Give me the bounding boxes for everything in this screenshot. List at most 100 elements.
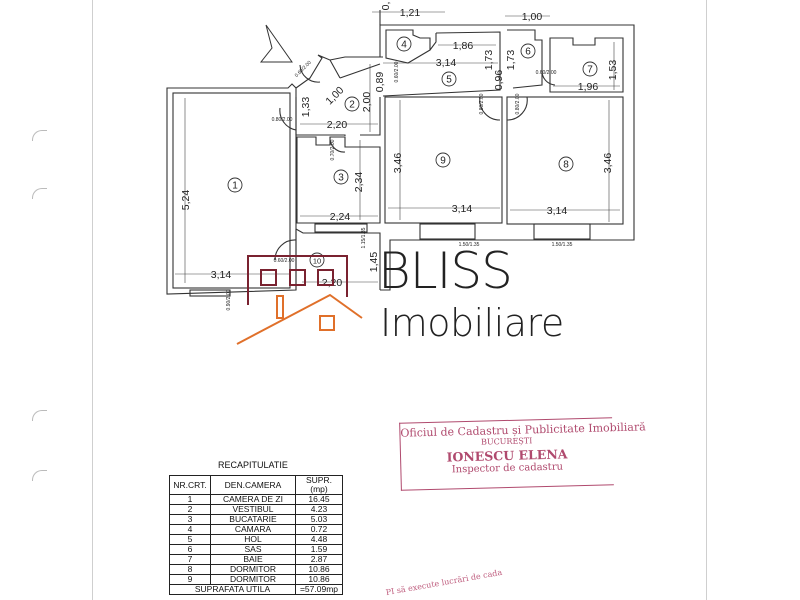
cell-room: SAS (210, 544, 296, 555)
dimension-label: 1,96 (578, 81, 599, 93)
cell-nr: 4 (169, 524, 211, 535)
room-10-outline (295, 228, 381, 290)
dimension-label: 1,73 (505, 50, 517, 71)
room-number-circle (344, 96, 360, 112)
logo-mark (236, 255, 363, 345)
cell-nr: 5 (169, 534, 211, 545)
cell-area: 1.59 (295, 544, 343, 555)
dimension-label: 0,96 (493, 70, 505, 91)
recap-title: RECAPITULATIE (218, 460, 288, 470)
room-4-outline (385, 29, 431, 64)
punch-hole (32, 470, 47, 481)
north-arrow-icon (259, 24, 293, 63)
door-size-label: 0.70/2.00 (330, 139, 336, 160)
door-swing (506, 96, 528, 121)
cell-room: CAMARA (210, 524, 296, 535)
door-size-label: 0.60/2.00 (536, 70, 557, 76)
total-value: =57.09mp (295, 584, 343, 595)
room-9-outline (384, 96, 503, 224)
door-size-label: 1.15/1.35 (361, 227, 367, 248)
door-size-label: 1.50/1.35 (459, 242, 480, 248)
scan-edge-left (92, 0, 93, 600)
room-number-circle (333, 169, 349, 185)
dimension-label: 3,14 (547, 205, 568, 217)
room-number-circle (520, 43, 536, 59)
dimension-label: 3,14 (436, 57, 457, 69)
dimension-label: 2,24 (330, 211, 351, 223)
dimension-label: 2,34 (353, 172, 365, 193)
cell-nr: 9 (169, 574, 211, 585)
door-size-label: 0.80/2.00 (515, 93, 521, 114)
logo-text-bliss: BLISS (378, 242, 513, 300)
dimension-label: 2,20 (327, 119, 348, 131)
logo-text-imobiliare: Imobiliare (380, 301, 564, 345)
cell-room: HOL (210, 534, 296, 545)
cell-area: 10.86 (295, 574, 343, 585)
room-number: 5 (446, 75, 452, 86)
cell-room: BUCATARIE (210, 514, 296, 525)
cell-nr: 3 (169, 514, 211, 525)
header-room: DEN.CAMERA (210, 475, 296, 495)
room-number: 2 (349, 100, 355, 111)
punch-hole (32, 410, 47, 421)
dimension-label: 1,73 (483, 50, 495, 71)
header-nr: NR.CRT. (169, 475, 211, 495)
dimension-lines (175, 11, 620, 283)
cadastre-stamp: Oficiul de Cadastru și Publicitate Imobi… (399, 417, 646, 491)
dimension-label: 1,45 (368, 252, 380, 273)
dimension-label: 0, (380, 2, 392, 11)
cell-room: VESTIBUL (210, 504, 296, 515)
cell-area: 10.86 (295, 564, 343, 575)
cell-area: 16.45 (295, 494, 343, 505)
room-1-outline (172, 92, 291, 289)
window (419, 223, 476, 240)
wall-outline (339, 10, 383, 79)
room-3-outline (296, 136, 381, 224)
dimension-label: 1,00 (522, 11, 543, 23)
cell-room: CAMERA DE ZI (210, 494, 296, 505)
dimension-label: 1,00 (323, 84, 346, 107)
door-size-label: 0.60/2.00 (394, 61, 400, 82)
cell-area: 4.23 (295, 504, 343, 515)
cell-area: 2.87 (295, 554, 343, 565)
walls (166, 10, 635, 297)
room-number-circle (441, 71, 457, 87)
dimension-label: 1,86 (453, 40, 474, 52)
door-swing (479, 96, 501, 121)
door-size-label: 0.60/2.00 (274, 258, 295, 264)
scan-edge-right (706, 0, 707, 600)
cell-nr: 2 (169, 504, 211, 515)
room-number-circle (309, 252, 325, 268)
room-number: 1 (232, 181, 238, 192)
door-swing (329, 136, 346, 153)
room-number-circle (396, 36, 412, 52)
dimension-label: 1,21 (400, 7, 421, 19)
dimension-label: 2,00 (361, 92, 373, 113)
dimension-label: 3,14 (452, 203, 473, 215)
wall-outline (295, 24, 635, 291)
cell-room: DORMITOR (210, 574, 296, 585)
cell-room: DORMITOR (210, 564, 296, 575)
punch-hole (32, 130, 47, 141)
table-total-row: SUPRAFATA UTILA =57.09mp (169, 584, 343, 595)
room-number: 4 (401, 40, 407, 51)
dimension-label: 3,14 (211, 269, 232, 281)
room-number: 9 (440, 156, 446, 167)
cell-nr: 8 (169, 564, 211, 575)
table-header-row: NR.CRT. DEN.CAMERA SUPR.(mp) (169, 475, 343, 495)
room-number: 3 (338, 173, 344, 184)
cell-area: 5.03 (295, 514, 343, 525)
punch-hole (32, 188, 47, 199)
header-area: SUPR.(mp) (295, 475, 343, 495)
room-number-circle (582, 61, 598, 77)
room-number-circle (227, 177, 243, 193)
